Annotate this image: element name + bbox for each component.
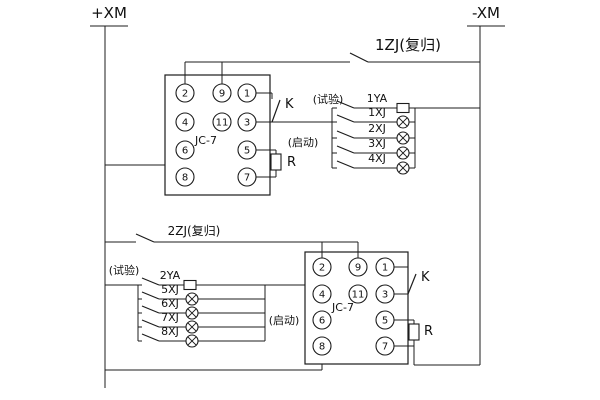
relay1-k-contact <box>256 92 281 123</box>
resistor1-icon <box>270 153 282 171</box>
row-label-2xj: 2XJ <box>368 122 386 135</box>
relay2-reset-label: 2ZJ(复归) <box>168 224 221 238</box>
relay2-terminal-label: 7 <box>382 342 388 353</box>
relay1-terminal-label: 2 <box>182 89 188 100</box>
switch-blade-icon <box>141 333 160 342</box>
relay1-model-label: JC-7 <box>194 134 217 147</box>
test-row-1xj <box>332 114 415 129</box>
relay1-terminal-label: 4 <box>182 118 188 129</box>
lamp-icon <box>185 306 199 320</box>
test-row-4xj <box>332 160 415 175</box>
relay1-terminal-label: 7 <box>244 173 250 184</box>
switch-blade-icon <box>336 160 355 169</box>
relay1-terminals: 2 9 1 4 11 3 6 5 8 7 <box>175 83 257 187</box>
test-group1-start-label: (启动) <box>288 136 319 149</box>
relay2-terminals: 2 9 1 4 11 3 6 5 8 7 <box>312 257 395 356</box>
row-label-8xj: 8XJ <box>161 325 179 338</box>
relay1-terminal-label: 9 <box>219 89 225 100</box>
lamp-icon <box>396 131 410 145</box>
lamp-icon <box>396 115 410 129</box>
relay1-resistor <box>256 149 282 178</box>
lamp-icon <box>185 320 199 334</box>
lamp-icon <box>396 161 410 175</box>
test-row-6xj <box>138 305 265 320</box>
lamp-icon <box>396 146 410 160</box>
test-row-2xj <box>332 130 415 145</box>
relay2-resistor-label: R <box>424 324 433 339</box>
button-2ya-icon <box>183 279 197 291</box>
row-label-1ya: 1YA <box>367 92 388 105</box>
row-label-1xj: 1XJ <box>368 106 386 119</box>
relay2-model-label: JC-7 <box>331 301 354 314</box>
relay2-reset-wire <box>105 233 359 258</box>
switch-blade-icon <box>141 291 160 300</box>
relay1-resistor-label: R <box>287 155 296 170</box>
k1-contact-blade-icon <box>271 99 281 123</box>
relay2-contact-label: K <box>421 270 430 285</box>
row-label-4xj: 4XJ <box>368 152 386 165</box>
relay2-terminal-label: 11 <box>352 290 365 301</box>
row-label-3xj: 3XJ <box>368 137 386 150</box>
lamp-icon <box>185 334 199 348</box>
row-label-2ya: 2YA <box>160 269 181 282</box>
reset1-switch-blade-icon <box>349 52 369 63</box>
switch-blade-icon <box>141 305 160 314</box>
relay2-terminal-label: 1 <box>382 263 388 274</box>
switch-blade-icon <box>141 319 160 328</box>
test-row-8xj <box>138 333 265 348</box>
button-1ya-icon <box>396 102 410 114</box>
test-group2-test-label: (试验) <box>109 263 140 277</box>
switch-blade-icon <box>336 114 355 123</box>
relay2-terminal-label: 2 <box>319 263 325 274</box>
switch-blade-icon <box>336 130 355 139</box>
relay2-terminal-label: 8 <box>319 342 325 353</box>
switch-blade-icon <box>336 100 355 109</box>
relay1-terminal-label: 3 <box>244 118 250 129</box>
test-row-5xj <box>138 291 265 306</box>
relay2-terminal-label: 4 <box>319 290 325 301</box>
relay2-k-contact <box>394 266 417 295</box>
switch-blade-icon <box>336 145 355 154</box>
relay1-terminal-label: 6 <box>182 146 188 157</box>
switch-blade-icon <box>141 277 160 286</box>
relay1-terminal-label: 1 <box>244 89 250 100</box>
resistor2-icon <box>408 323 420 341</box>
negative-bus-label: -XM <box>472 4 500 22</box>
test-row-2ya <box>138 277 305 291</box>
relay1-reset-wire <box>184 52 480 84</box>
test-row-7xj <box>138 319 265 334</box>
row-label-5xj: 5XJ <box>161 283 179 296</box>
relay2-terminal-label: 3 <box>382 290 388 301</box>
relay2-resistor <box>394 319 420 365</box>
k2-contact-blade-icon <box>407 273 417 295</box>
relay2-terminal-label: 9 <box>355 263 361 274</box>
positive-bus-label: +XM <box>91 4 127 22</box>
relay1-terminal-label: 11 <box>216 118 229 129</box>
test-group2-start-label: (启动) <box>269 314 300 327</box>
relay1-contact-label: K <box>285 97 294 112</box>
relay1-terminal-label: 5 <box>244 146 250 157</box>
power-rail-wires <box>90 25 505 388</box>
relay2-box <box>304 251 409 365</box>
test-row-1ya <box>332 100 480 114</box>
bottom-return-wires <box>105 364 480 371</box>
lamp-icon <box>185 292 199 306</box>
test-row-3xj <box>332 145 415 160</box>
test-group1-test-label: (试验) <box>313 92 344 106</box>
relay1-terminal-label: 8 <box>182 173 188 184</box>
relay2-terminal-label: 6 <box>319 316 325 327</box>
relay1-box <box>164 74 271 196</box>
row-label-7xj: 7XJ <box>161 311 179 324</box>
relay2-terminal-label: 5 <box>382 316 388 327</box>
reset2-switch-blade-icon <box>135 233 155 243</box>
relay1-reset-label: 1ZJ(复归) <box>375 36 441 54</box>
row-label-6xj: 6XJ <box>161 297 179 310</box>
